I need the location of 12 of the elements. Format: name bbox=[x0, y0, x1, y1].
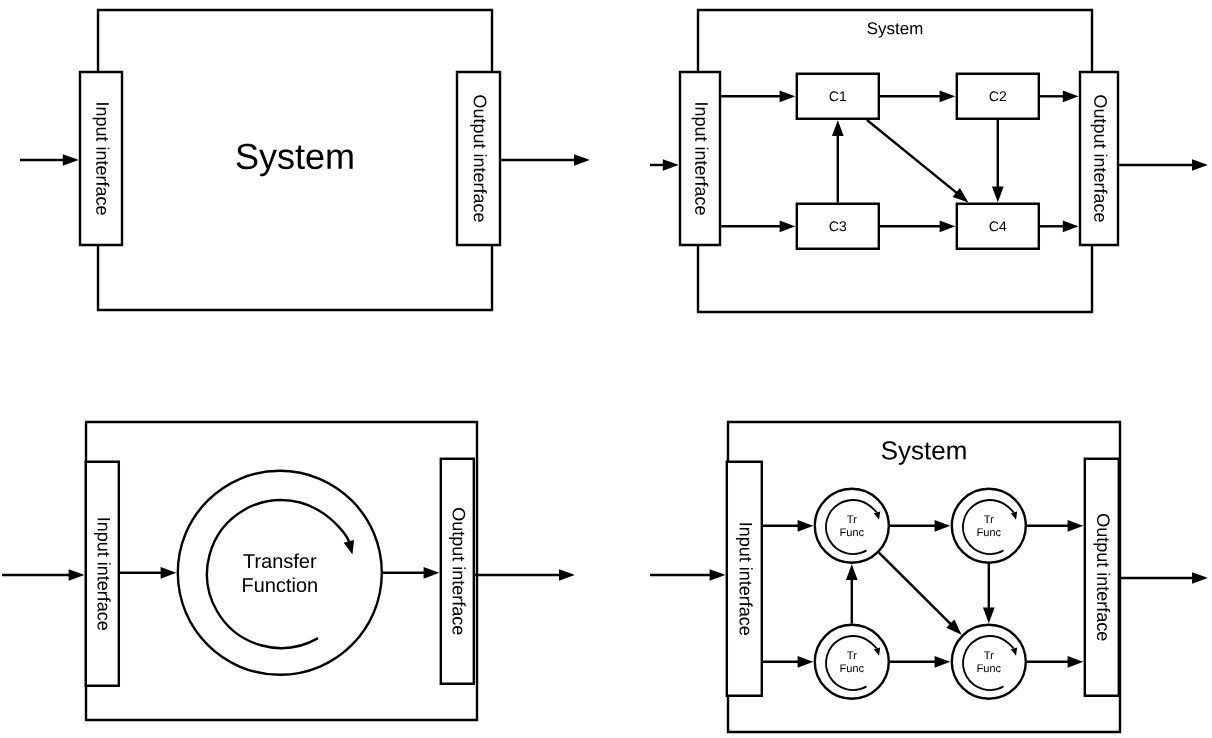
interface-box: Output interface bbox=[439, 457, 475, 685]
component-box: C3 bbox=[795, 202, 880, 250]
interface-box: Input interface bbox=[725, 460, 763, 697]
interface-box: Input interface bbox=[84, 460, 120, 687]
interface-box: Input interface bbox=[678, 70, 722, 247]
component-box: C4 bbox=[955, 202, 1040, 250]
component-box: C1 bbox=[795, 72, 880, 120]
interface-box: Output interface bbox=[1078, 70, 1120, 247]
interface-box: Output interface bbox=[1083, 457, 1120, 697]
interface-box: Output interface bbox=[455, 70, 502, 247]
component-box: C2 bbox=[955, 72, 1040, 120]
interface-box: Input interface bbox=[78, 70, 124, 247]
